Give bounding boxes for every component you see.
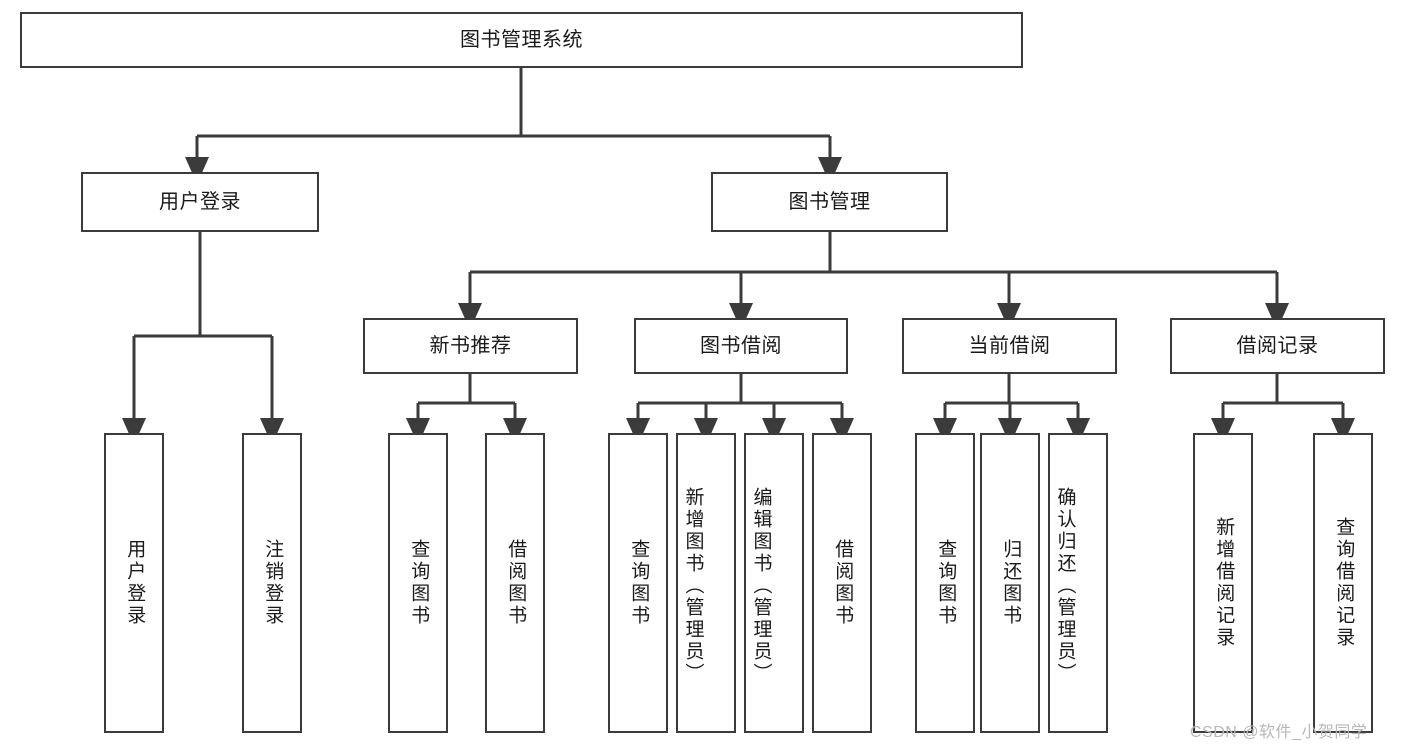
node-leaf-user-login-label: 用户登录 xyxy=(124,539,146,627)
node-user-login[interactable]: 用户登录 xyxy=(81,172,319,232)
node-leaf-query-book-2-label: 查询图书 xyxy=(628,539,650,627)
node-leaf-user-login[interactable]: 用户登录 xyxy=(104,433,164,733)
node-book-manage[interactable]: 图书管理 xyxy=(711,172,948,232)
node-leaf-return-book-label: 归还图书 xyxy=(1000,539,1022,627)
node-leaf-return-book[interactable]: 归还图书 xyxy=(980,433,1040,733)
node-book-borrow-label: 图书借阅 xyxy=(700,334,782,357)
node-borrow-record[interactable]: 借阅记录 xyxy=(1170,318,1385,374)
node-leaf-confirm-return[interactable]: 确认归还（管理员） xyxy=(1048,433,1108,733)
node-leaf-query-record-label: 查询借阅记录 xyxy=(1333,517,1355,649)
node-book-borrow[interactable]: 图书借阅 xyxy=(634,318,848,374)
node-leaf-query-book-1[interactable]: 查询图书 xyxy=(388,433,448,733)
node-leaf-borrow-book-2[interactable]: 借阅图书 xyxy=(812,433,872,733)
node-root-label: 图书管理系统 xyxy=(460,28,583,51)
node-leaf-add-book[interactable]: 新增图书（管理员） xyxy=(676,433,736,733)
node-new-book-recommend[interactable]: 新书推荐 xyxy=(363,318,578,374)
node-leaf-query-book-3-label: 查询图书 xyxy=(935,539,957,627)
node-current-borrow-label: 当前借阅 xyxy=(968,334,1051,357)
node-leaf-query-book-3[interactable]: 查询图书 xyxy=(915,433,975,733)
node-leaf-borrow-book-1[interactable]: 借阅图书 xyxy=(485,433,545,733)
node-leaf-add-record[interactable]: 新增借阅记录 xyxy=(1193,433,1253,733)
node-leaf-edit-book-label: 编辑图书（管理员） xyxy=(750,487,772,685)
node-leaf-query-record[interactable]: 查询借阅记录 xyxy=(1313,433,1373,733)
node-user-login-label: 用户登录 xyxy=(159,190,241,213)
node-borrow-record-label: 借阅记录 xyxy=(1236,334,1319,357)
node-leaf-borrow-book-2-label: 借阅图书 xyxy=(832,539,854,627)
node-leaf-query-book-2[interactable]: 查询图书 xyxy=(608,433,668,733)
node-current-borrow[interactable]: 当前借阅 xyxy=(902,318,1117,374)
node-leaf-confirm-return-label: 确认归还（管理员） xyxy=(1054,487,1076,685)
node-leaf-query-book-1-label: 查询图书 xyxy=(408,539,430,627)
node-leaf-user-logout[interactable]: 注销登录 xyxy=(242,433,302,733)
node-leaf-add-book-label: 新增图书（管理员） xyxy=(682,487,704,685)
node-root[interactable]: 图书管理系统 xyxy=(20,12,1023,68)
node-leaf-user-logout-label: 注销登录 xyxy=(262,539,284,627)
node-leaf-borrow-book-1-label: 借阅图书 xyxy=(505,539,527,627)
node-leaf-edit-book[interactable]: 编辑图书（管理员） xyxy=(744,433,804,733)
node-book-manage-label: 图书管理 xyxy=(788,190,871,213)
node-leaf-add-record-label: 新增借阅记录 xyxy=(1213,517,1235,649)
csdn-watermark: CSDN @软件_小贺同学 xyxy=(1190,724,1368,741)
node-new-book-recommend-label: 新书推荐 xyxy=(429,334,512,357)
